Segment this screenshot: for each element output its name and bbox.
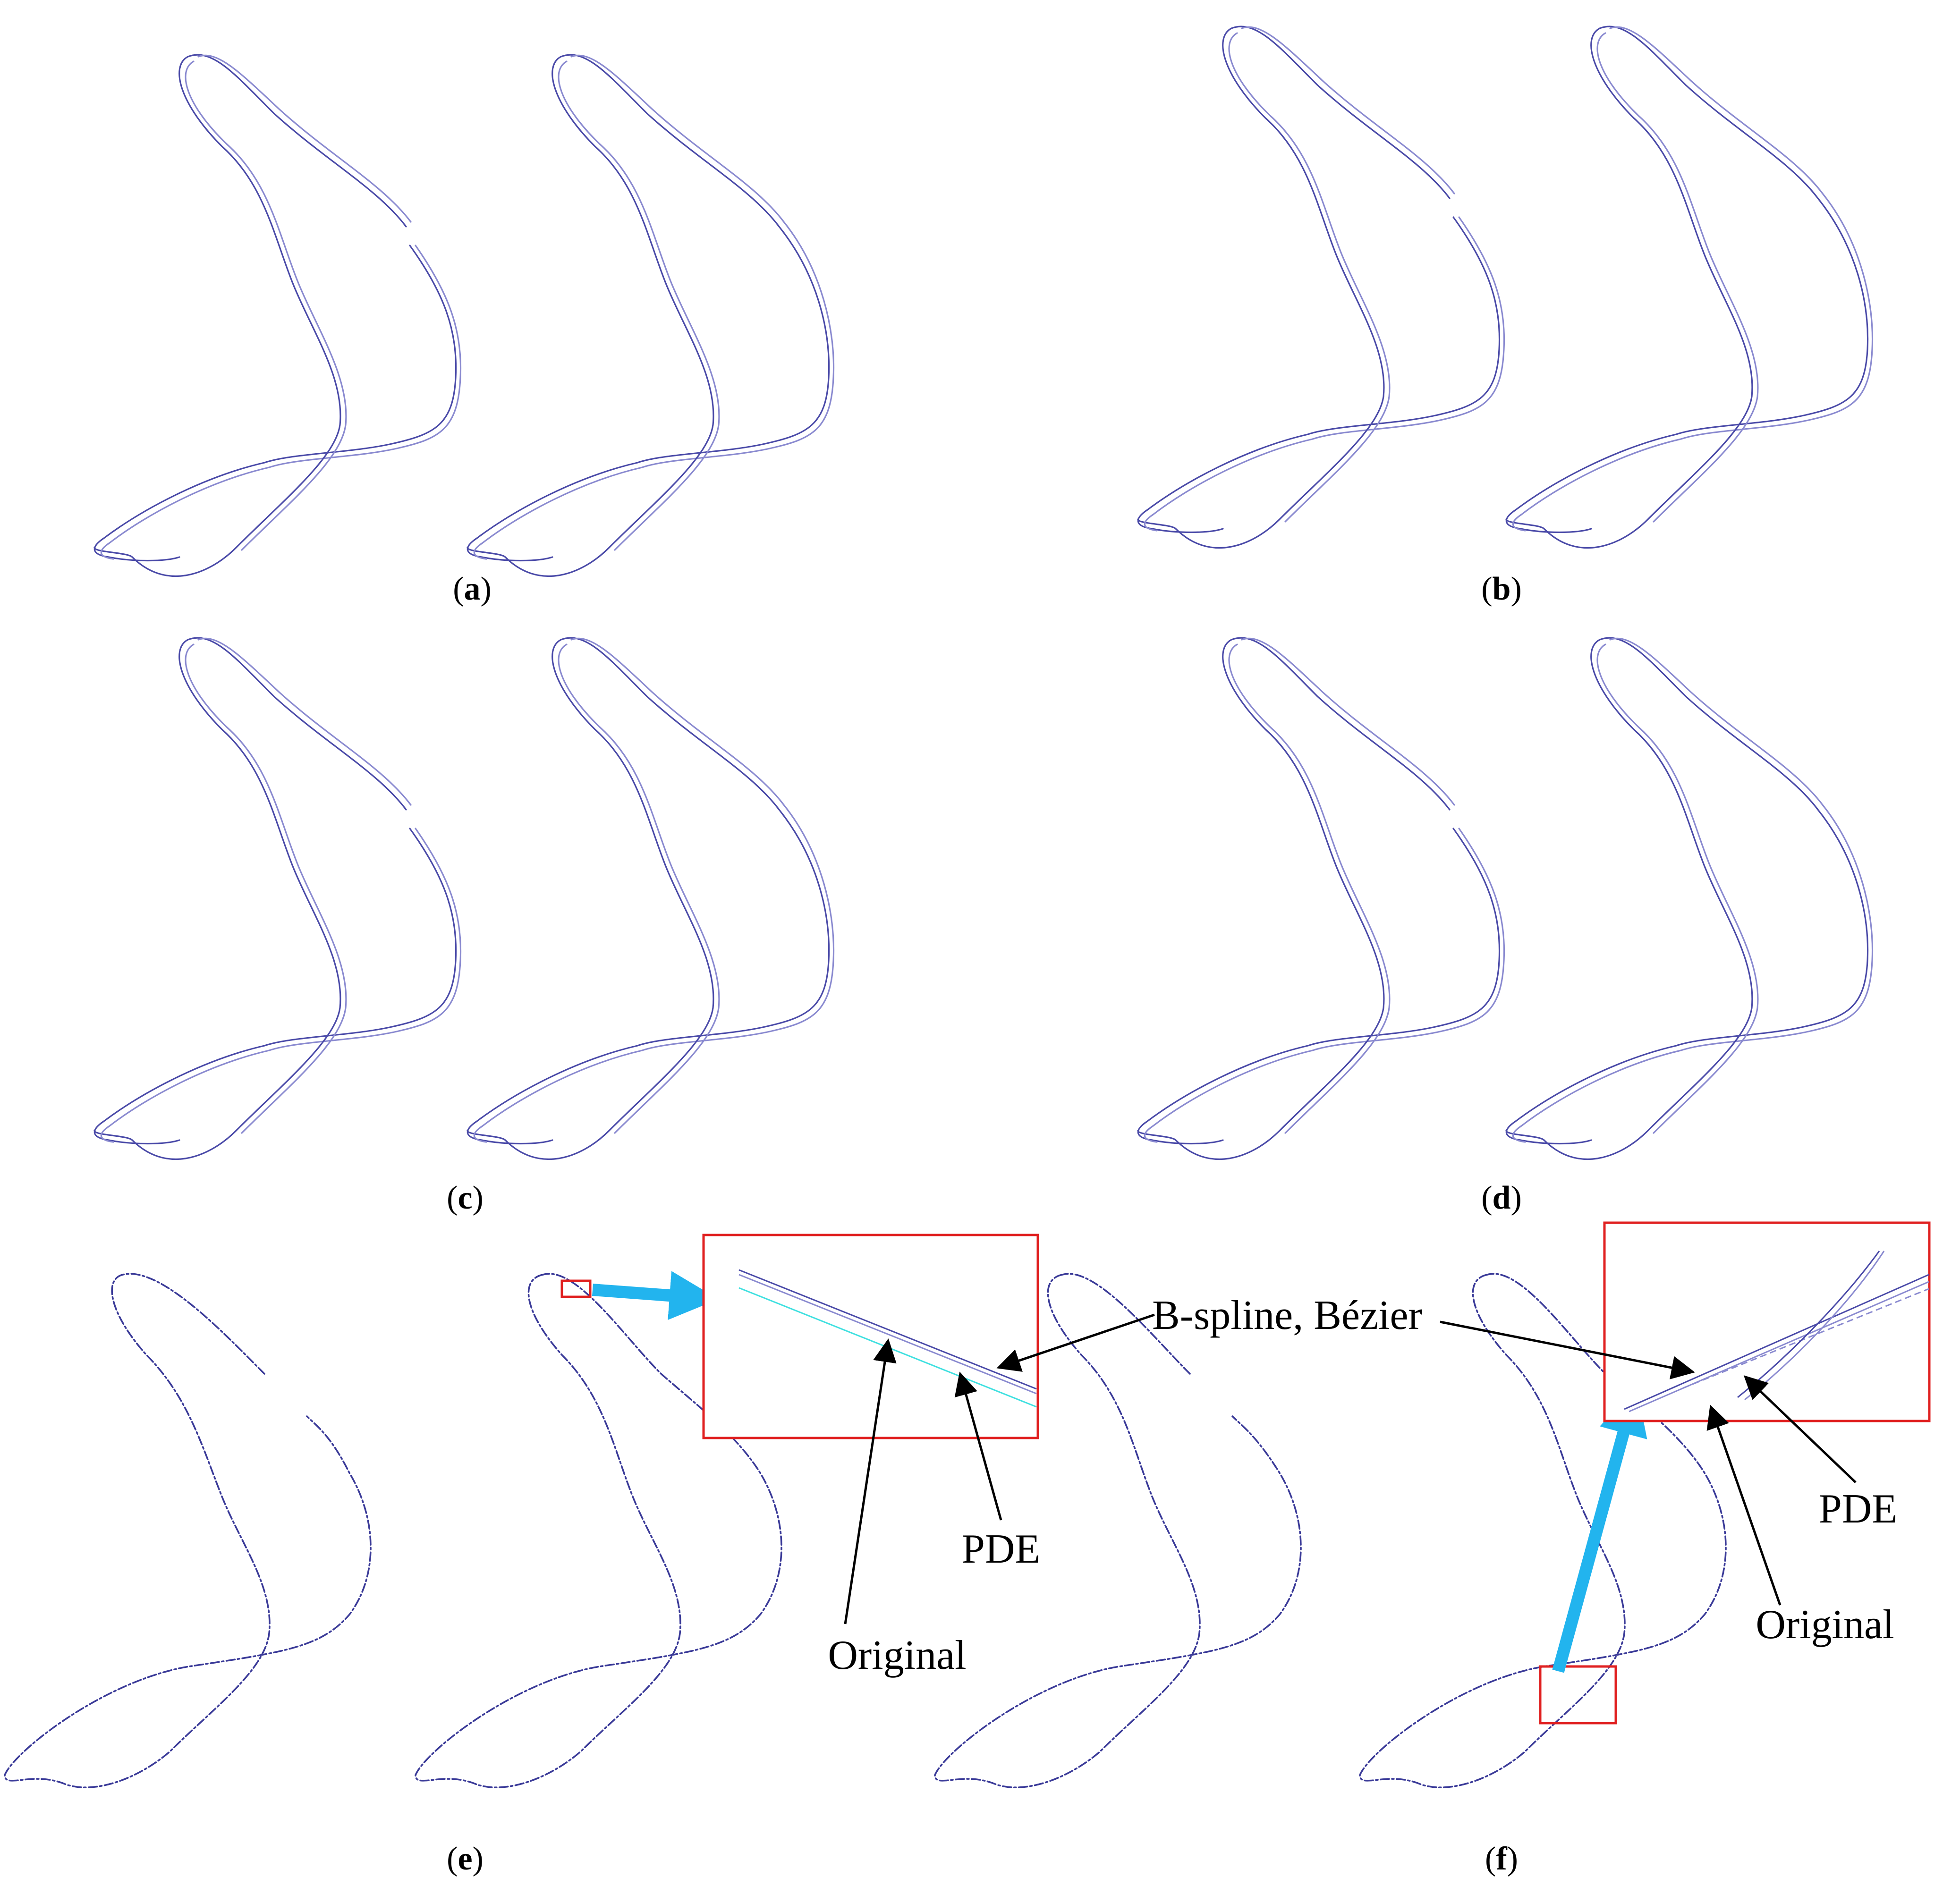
panel-e: PDE Original (e) xyxy=(4,1234,1302,1877)
label-pde-e: PDE xyxy=(962,1526,1040,1572)
label-pde-f: PDE xyxy=(1819,1486,1897,1532)
label-original-f: Original xyxy=(1756,1602,1894,1648)
pointer-bspline-f xyxy=(1440,1320,1695,1379)
caption-f: (f) xyxy=(1485,1841,1518,1877)
highlight-box-e xyxy=(560,1279,592,1298)
outline-a1-top xyxy=(187,54,407,228)
caption-a: (a) xyxy=(453,571,492,607)
inset-e-pde-line xyxy=(738,1274,1037,1395)
inset-f-pde-line xyxy=(1629,1281,1929,1412)
caption-b: (b) xyxy=(1481,571,1522,607)
inset-box-e xyxy=(702,1234,1039,1439)
pointer-pde-f xyxy=(1743,1375,1857,1483)
inset-box-f xyxy=(1603,1221,1931,1422)
pointer-bspline-e xyxy=(996,1313,1155,1372)
label-bspline-bezier: B-spline, Bézier xyxy=(1152,1293,1422,1338)
panel-b: (b) xyxy=(1137,25,1874,607)
caption-d: (d) xyxy=(1481,1180,1522,1216)
label-original-e: Original xyxy=(828,1632,966,1678)
panel-f: PDE Original (f) xyxy=(1359,1221,1931,1877)
pointer-original-f xyxy=(1706,1404,1782,1606)
highlight-box-f xyxy=(1539,1665,1617,1725)
zoom-arrow-e xyxy=(592,1271,719,1320)
panel-d: (d) xyxy=(1137,637,1874,1216)
panel-a: (a) xyxy=(93,54,835,607)
zoom-arrow-f xyxy=(1552,1385,1647,1673)
pointer-pde-e xyxy=(954,1371,1002,1521)
pointer-original-e xyxy=(844,1338,897,1624)
inset-e-bspline-line xyxy=(738,1269,1037,1390)
inset-f-original-line xyxy=(1683,1288,1929,1389)
inset-f-bspline-line xyxy=(1624,1274,1929,1410)
caption-e: (e) xyxy=(447,1841,484,1877)
panel-c: (c) xyxy=(93,637,835,1216)
caption-c: (c) xyxy=(447,1180,484,1216)
